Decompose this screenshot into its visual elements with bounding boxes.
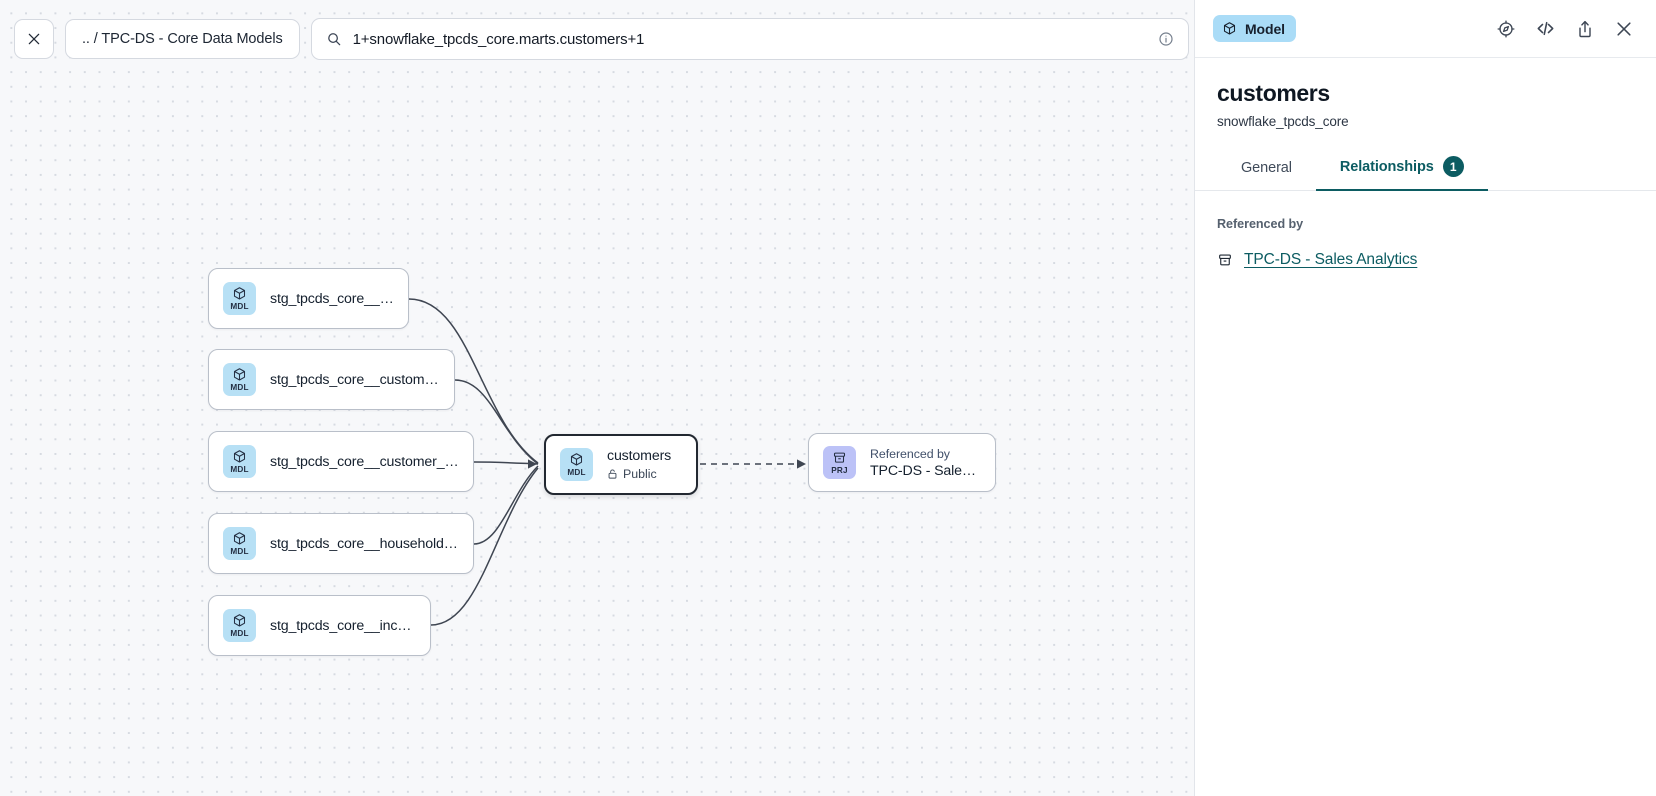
lock-icon [608, 469, 617, 479]
graph-node-stg-household-demographics[interactable]: MDL stg_tpcds_core__household_demogr… [208, 513, 474, 574]
tab-label: Relationships [1339, 158, 1434, 175]
edge-customer-demographics [473, 461, 539, 465]
panel-action-group [1496, 18, 1634, 39]
graph-node-customers[interactable]: MDL customers Public [544, 434, 698, 495]
node-title: stg_tpcds_core__customer [270, 290, 394, 307]
search-input[interactable]: 1+snowflake_tpcds_core.marts.customers+1 [352, 30, 645, 48]
edge-arrowhead-out [797, 459, 806, 469]
node-title: stg_tpcds_core__customer_demogra… [270, 453, 459, 470]
archive-icon [833, 452, 846, 463]
node-body: stg_tpcds_core__customer_demogra… [270, 454, 459, 470]
detail-panel-identity: customers snowflake_tpcds_core [1195, 58, 1656, 129]
asset-type-label: Model [1245, 20, 1285, 37]
model-badge: MDL [223, 363, 256, 396]
search-icon [327, 33, 340, 46]
breadcrumb[interactable]: .. / TPC-DS - Core Data Models [65, 19, 300, 59]
node-body: Referenced by TPC-DS - Sales Analytics [870, 447, 981, 479]
graph-node-stg-customer-address[interactable]: MDL stg_tpcds_core__customer_address [208, 349, 455, 410]
node-title: customers [607, 448, 672, 464]
badge-label: PRJ [831, 466, 848, 475]
share-icon[interactable] [1575, 19, 1595, 39]
graph-node-stg-income-band[interactable]: MDL stg_tpcds_core__income_band [208, 595, 431, 656]
badge-label: MDL [230, 465, 249, 474]
badge-label: MDL [230, 547, 249, 556]
lineage-canvas[interactable]: MDL stg_tpcds_core__customer MDL stg_tpc… [0, 0, 1194, 796]
node-title: stg_tpcds_core__income_band [270, 617, 416, 634]
model-badge: MDL [223, 445, 256, 478]
close-icon [28, 33, 40, 45]
node-title: stg_tpcds_core__customer_address [270, 371, 440, 388]
project-badge: PRJ [823, 446, 856, 479]
lineage-toolbar: .. / TPC-DS - Core Data Models 1+snowfla… [0, 0, 1194, 78]
badge-label: MDL [230, 629, 249, 638]
model-badge: MDL [223, 609, 256, 642]
page-subtitle: snowflake_tpcds_core [1217, 114, 1349, 129]
node-visibility: Public [607, 467, 682, 481]
node-body: stg_tpcds_core__customer_address [270, 372, 440, 388]
referenced-by-link[interactable]: TPC-DS - Sales Analytics [1244, 251, 1418, 268]
asset-type-chip[interactable]: Model [1213, 15, 1296, 42]
tab-relationships[interactable]: Relationships 1 [1315, 156, 1488, 191]
referenced-by-section: Referenced by TPC-DS - Sales Analytics [1195, 191, 1656, 269]
model-badge: MDL [223, 527, 256, 560]
edge-household-demographics [473, 465, 539, 545]
tab-count-badge: 1 [1442, 156, 1464, 177]
graph-node-stg-customer-demographics[interactable]: MDL stg_tpcds_core__customer_demogra… [208, 431, 474, 492]
list-item[interactable]: TPC-DS - Sales Analytics [1217, 251, 1634, 269]
node-title: TPC-DS - Sales Analytics [870, 462, 981, 479]
tab-general[interactable]: General [1217, 156, 1316, 191]
detail-panel: Model [1194, 0, 1656, 796]
model-badge: MDL [223, 282, 256, 315]
badge-label: MDL [230, 302, 249, 311]
info-icon[interactable] [1158, 31, 1174, 47]
breadcrumb-label: .. / TPC-DS - Core Data Models [82, 31, 283, 47]
lineage-edges [408, 298, 806, 626]
graph-node-project-sales-analytics[interactable]: PRJ Referenced by TPC-DS - Sales Analyti… [808, 433, 996, 492]
node-body: stg_tpcds_core__customer [270, 291, 394, 307]
detail-panel-header: Model [1195, 0, 1656, 58]
badge-label: MDL [567, 468, 586, 477]
node-body: stg_tpcds_core__household_demogr… [270, 536, 459, 552]
node-title: stg_tpcds_core__household_demogr… [270, 535, 459, 552]
tab-label: General [1241, 159, 1292, 176]
model-badge: MDL [560, 448, 593, 481]
badge-label: MDL [230, 383, 249, 392]
visibility-label: Public [623, 467, 657, 481]
edge-arrowhead-in [528, 459, 537, 469]
close-panel-icon[interactable] [1614, 19, 1634, 39]
node-kicker: Referenced by [870, 446, 950, 461]
compass-icon[interactable] [1496, 19, 1516, 39]
lineage-search[interactable]: 1+snowflake_tpcds_core.marts.customers+1 [310, 18, 1189, 60]
page-title: customers [1217, 80, 1330, 106]
node-body: customers Public [607, 448, 682, 481]
model-cube-icon [1223, 22, 1236, 35]
section-label: Referenced by [1217, 217, 1304, 231]
graph-node-stg-customer[interactable]: MDL stg_tpcds_core__customer [208, 268, 409, 329]
node-body: stg_tpcds_core__income_band [270, 618, 416, 634]
close-lineage-button[interactable] [14, 19, 54, 59]
archive-icon [1219, 254, 1231, 266]
detail-tabs: General Relationships 1 [1195, 155, 1656, 191]
code-icon[interactable] [1535, 18, 1556, 39]
